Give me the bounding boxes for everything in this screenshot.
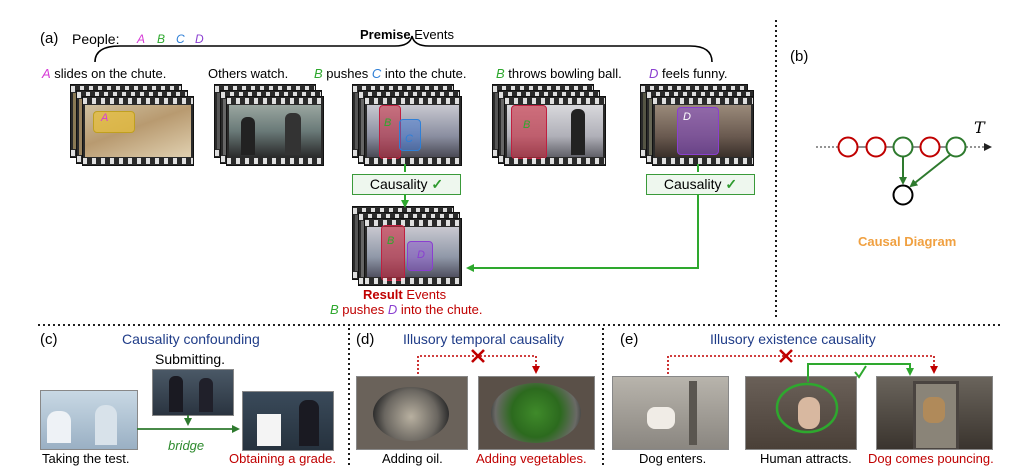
panel-b-label: (b) [790, 48, 809, 65]
event-caption-1: A slides on the chute. [42, 66, 167, 81]
human-hand-highlight [775, 382, 839, 434]
premise-brace [94, 35, 713, 63]
dog-enters-caption: Dog enters. [639, 451, 707, 466]
person-b: B [157, 32, 166, 46]
panel-a-label: (a) [40, 30, 59, 47]
human-attracts-photo [745, 376, 857, 450]
node-3 [892, 136, 914, 158]
time-symbol: T [974, 118, 985, 137]
person-d: D [195, 32, 204, 46]
node-1 [837, 136, 859, 158]
arrow-box2-to-result [466, 194, 699, 272]
panel-c-label: (c) [40, 331, 58, 348]
people-label: People: [72, 31, 120, 47]
dog-enters-photo [612, 376, 729, 450]
obtaining-grade-caption: Obtaining a grade. [229, 451, 336, 466]
result-caption: B pushes D into the chute. [330, 302, 483, 317]
causality-box-1: Causality ✓ [352, 174, 461, 195]
result-title: Result Events [363, 287, 447, 302]
human-attracts-caption: Human attracts. [760, 451, 852, 466]
dog-pouncing-photo [876, 376, 993, 450]
person-c: C [176, 32, 185, 46]
obtaining-grade-photo [242, 391, 334, 451]
taking-test-caption: Taking the test. [42, 451, 130, 466]
panel-c-title: Causality confounding [122, 331, 260, 347]
node-4 [919, 136, 941, 158]
person-a: A [137, 32, 146, 46]
adding-vegetables-caption: Adding vegetables. [476, 451, 587, 466]
adding-oil-caption: Adding oil. [382, 451, 443, 466]
event-caption-2: Others watch. [208, 66, 289, 81]
premise-title: Premise Events [360, 27, 454, 42]
event-caption-4: B throws bowling ball. [496, 66, 622, 81]
submitting-photo [152, 369, 234, 416]
dog-pouncing-caption: Dog comes pouncing. [868, 451, 994, 466]
causal-diagram-caption: Causal Diagram [858, 234, 957, 249]
node-2 [865, 136, 887, 158]
panel-e-label: (e) [620, 331, 639, 348]
panel-d-title: Illusory temporal causality [403, 331, 565, 347]
panel-e-title: Illusory existence causality [710, 331, 876, 347]
taking-test-photo [40, 390, 138, 450]
submitting-label: Submitting. [155, 351, 226, 367]
event-caption-3: B pushes C into the chute. [314, 66, 467, 81]
adding-vegetables-photo [478, 376, 595, 450]
bridge-label: bridge [168, 438, 205, 453]
panel-d-label: (d) [356, 331, 375, 348]
node-result [892, 184, 914, 206]
adding-oil-photo [356, 376, 468, 450]
event-caption-5: D feels funny. [649, 66, 728, 81]
causality-box-2: Causality ✓ [646, 174, 755, 195]
node-5 [945, 136, 967, 158]
